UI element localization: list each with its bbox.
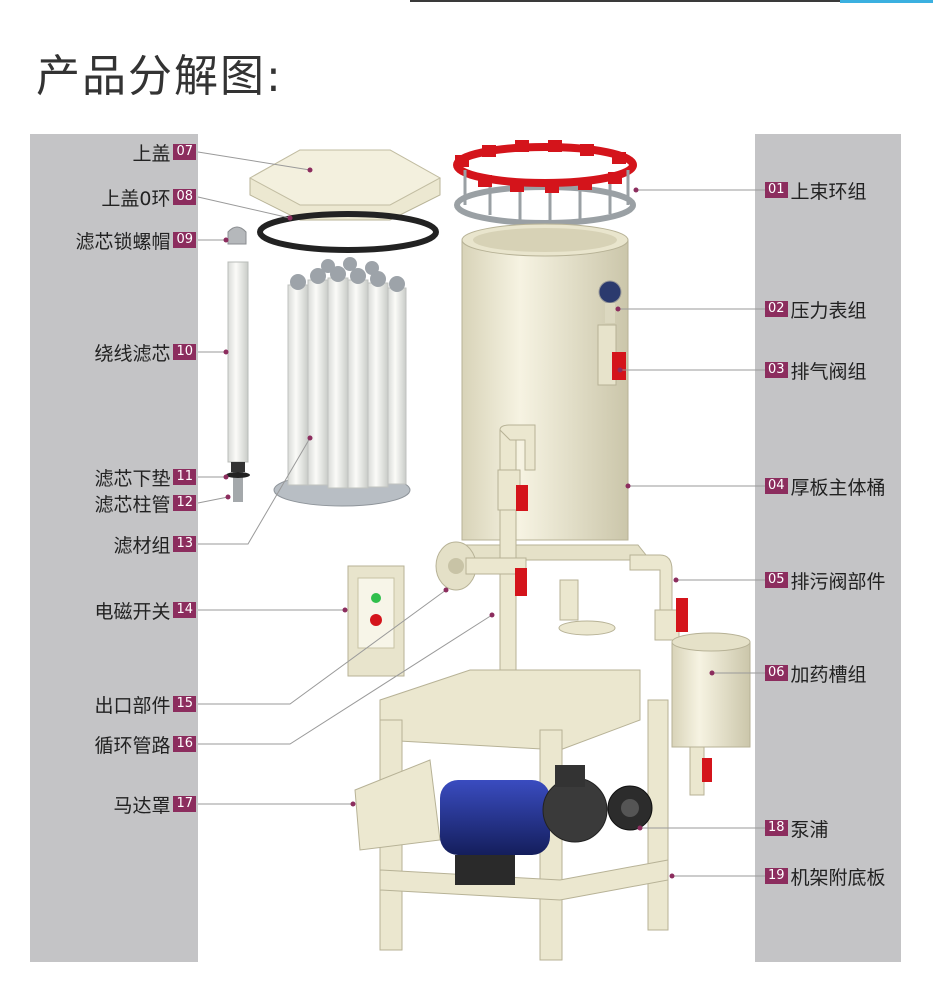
- label-text: 泵浦: [790, 818, 829, 841]
- label-text: 出口部件: [94, 694, 171, 717]
- lock-nut: [227, 226, 247, 245]
- label-text: 滤芯下垫: [94, 467, 171, 490]
- left-label-panel: [30, 134, 198, 962]
- vent-valve: [597, 324, 626, 386]
- label-number: 12: [173, 495, 196, 511]
- top-lid: [248, 149, 442, 221]
- motor: [440, 780, 550, 885]
- label-text: 循环管路: [94, 734, 171, 757]
- pipe-valve: [516, 485, 528, 511]
- label-text: 滤芯锁螺帽: [75, 230, 171, 253]
- top-o-ring: [257, 211, 439, 253]
- label-number: 10: [173, 344, 196, 360]
- main-body-tank: [438, 223, 652, 561]
- cartridge-bottom-parts: [226, 462, 250, 502]
- label-text: 排气阀组: [790, 360, 867, 383]
- label-number: 04: [765, 478, 788, 494]
- label-number: 02: [765, 301, 788, 317]
- leader-lines: [197, 151, 765, 877]
- top-divider-line: [410, 0, 840, 2]
- label-text: 绕线滤芯: [94, 342, 171, 365]
- filter-media-bundle: [273, 257, 411, 507]
- top-clamp-ring: [453, 140, 637, 226]
- wound-cartridge: [227, 261, 249, 463]
- dosing-tank: [671, 632, 751, 796]
- label-number: 07: [173, 144, 196, 160]
- label-number: 05: [765, 572, 788, 588]
- outlet-valve: [515, 568, 527, 596]
- pump: [542, 765, 653, 843]
- magnetic-switch: [347, 565, 405, 677]
- label-text: 滤芯柱管: [94, 493, 171, 516]
- label-number: 18: [765, 820, 788, 836]
- outlet-flange: [435, 541, 527, 591]
- label-number: 15: [173, 696, 196, 712]
- label-text: 加药槽组: [790, 663, 867, 686]
- label-text: 上盖0环: [101, 187, 171, 210]
- label-number: 14: [173, 602, 196, 618]
- label-text: 上盖: [132, 142, 171, 165]
- drain-valve-assembly: [558, 554, 680, 641]
- label-number: 11: [173, 469, 196, 485]
- label-text: 厚板主体桶: [790, 476, 886, 499]
- label-number: 19: [765, 868, 788, 884]
- label-text: 压力表组: [790, 299, 867, 322]
- label-text: 机架附底板: [790, 866, 886, 889]
- top-accent-bar: [840, 0, 933, 3]
- label-number: 03: [765, 362, 788, 378]
- pressure-gauge: [598, 280, 622, 323]
- drain-valve-handle: [676, 598, 688, 632]
- label-number: 13: [173, 536, 196, 552]
- label-number: 06: [765, 665, 788, 681]
- label-number: 09: [173, 232, 196, 248]
- label-number: 16: [173, 736, 196, 752]
- label-text: 排污阀部件: [790, 570, 886, 593]
- label-text: 马达罩: [113, 794, 171, 817]
- label-number: 01: [765, 182, 788, 198]
- motor-cover: [354, 759, 441, 851]
- leader-dots: [223, 167, 715, 879]
- label-text: 滤材组: [113, 534, 171, 557]
- label-text: 电磁开关: [94, 600, 171, 623]
- label-number: 17: [173, 796, 196, 812]
- page-title: 产品分解图:: [36, 51, 283, 102]
- label-text: 上束环组: [790, 180, 867, 203]
- frame-base: [379, 669, 669, 961]
- label-number: 08: [173, 189, 196, 205]
